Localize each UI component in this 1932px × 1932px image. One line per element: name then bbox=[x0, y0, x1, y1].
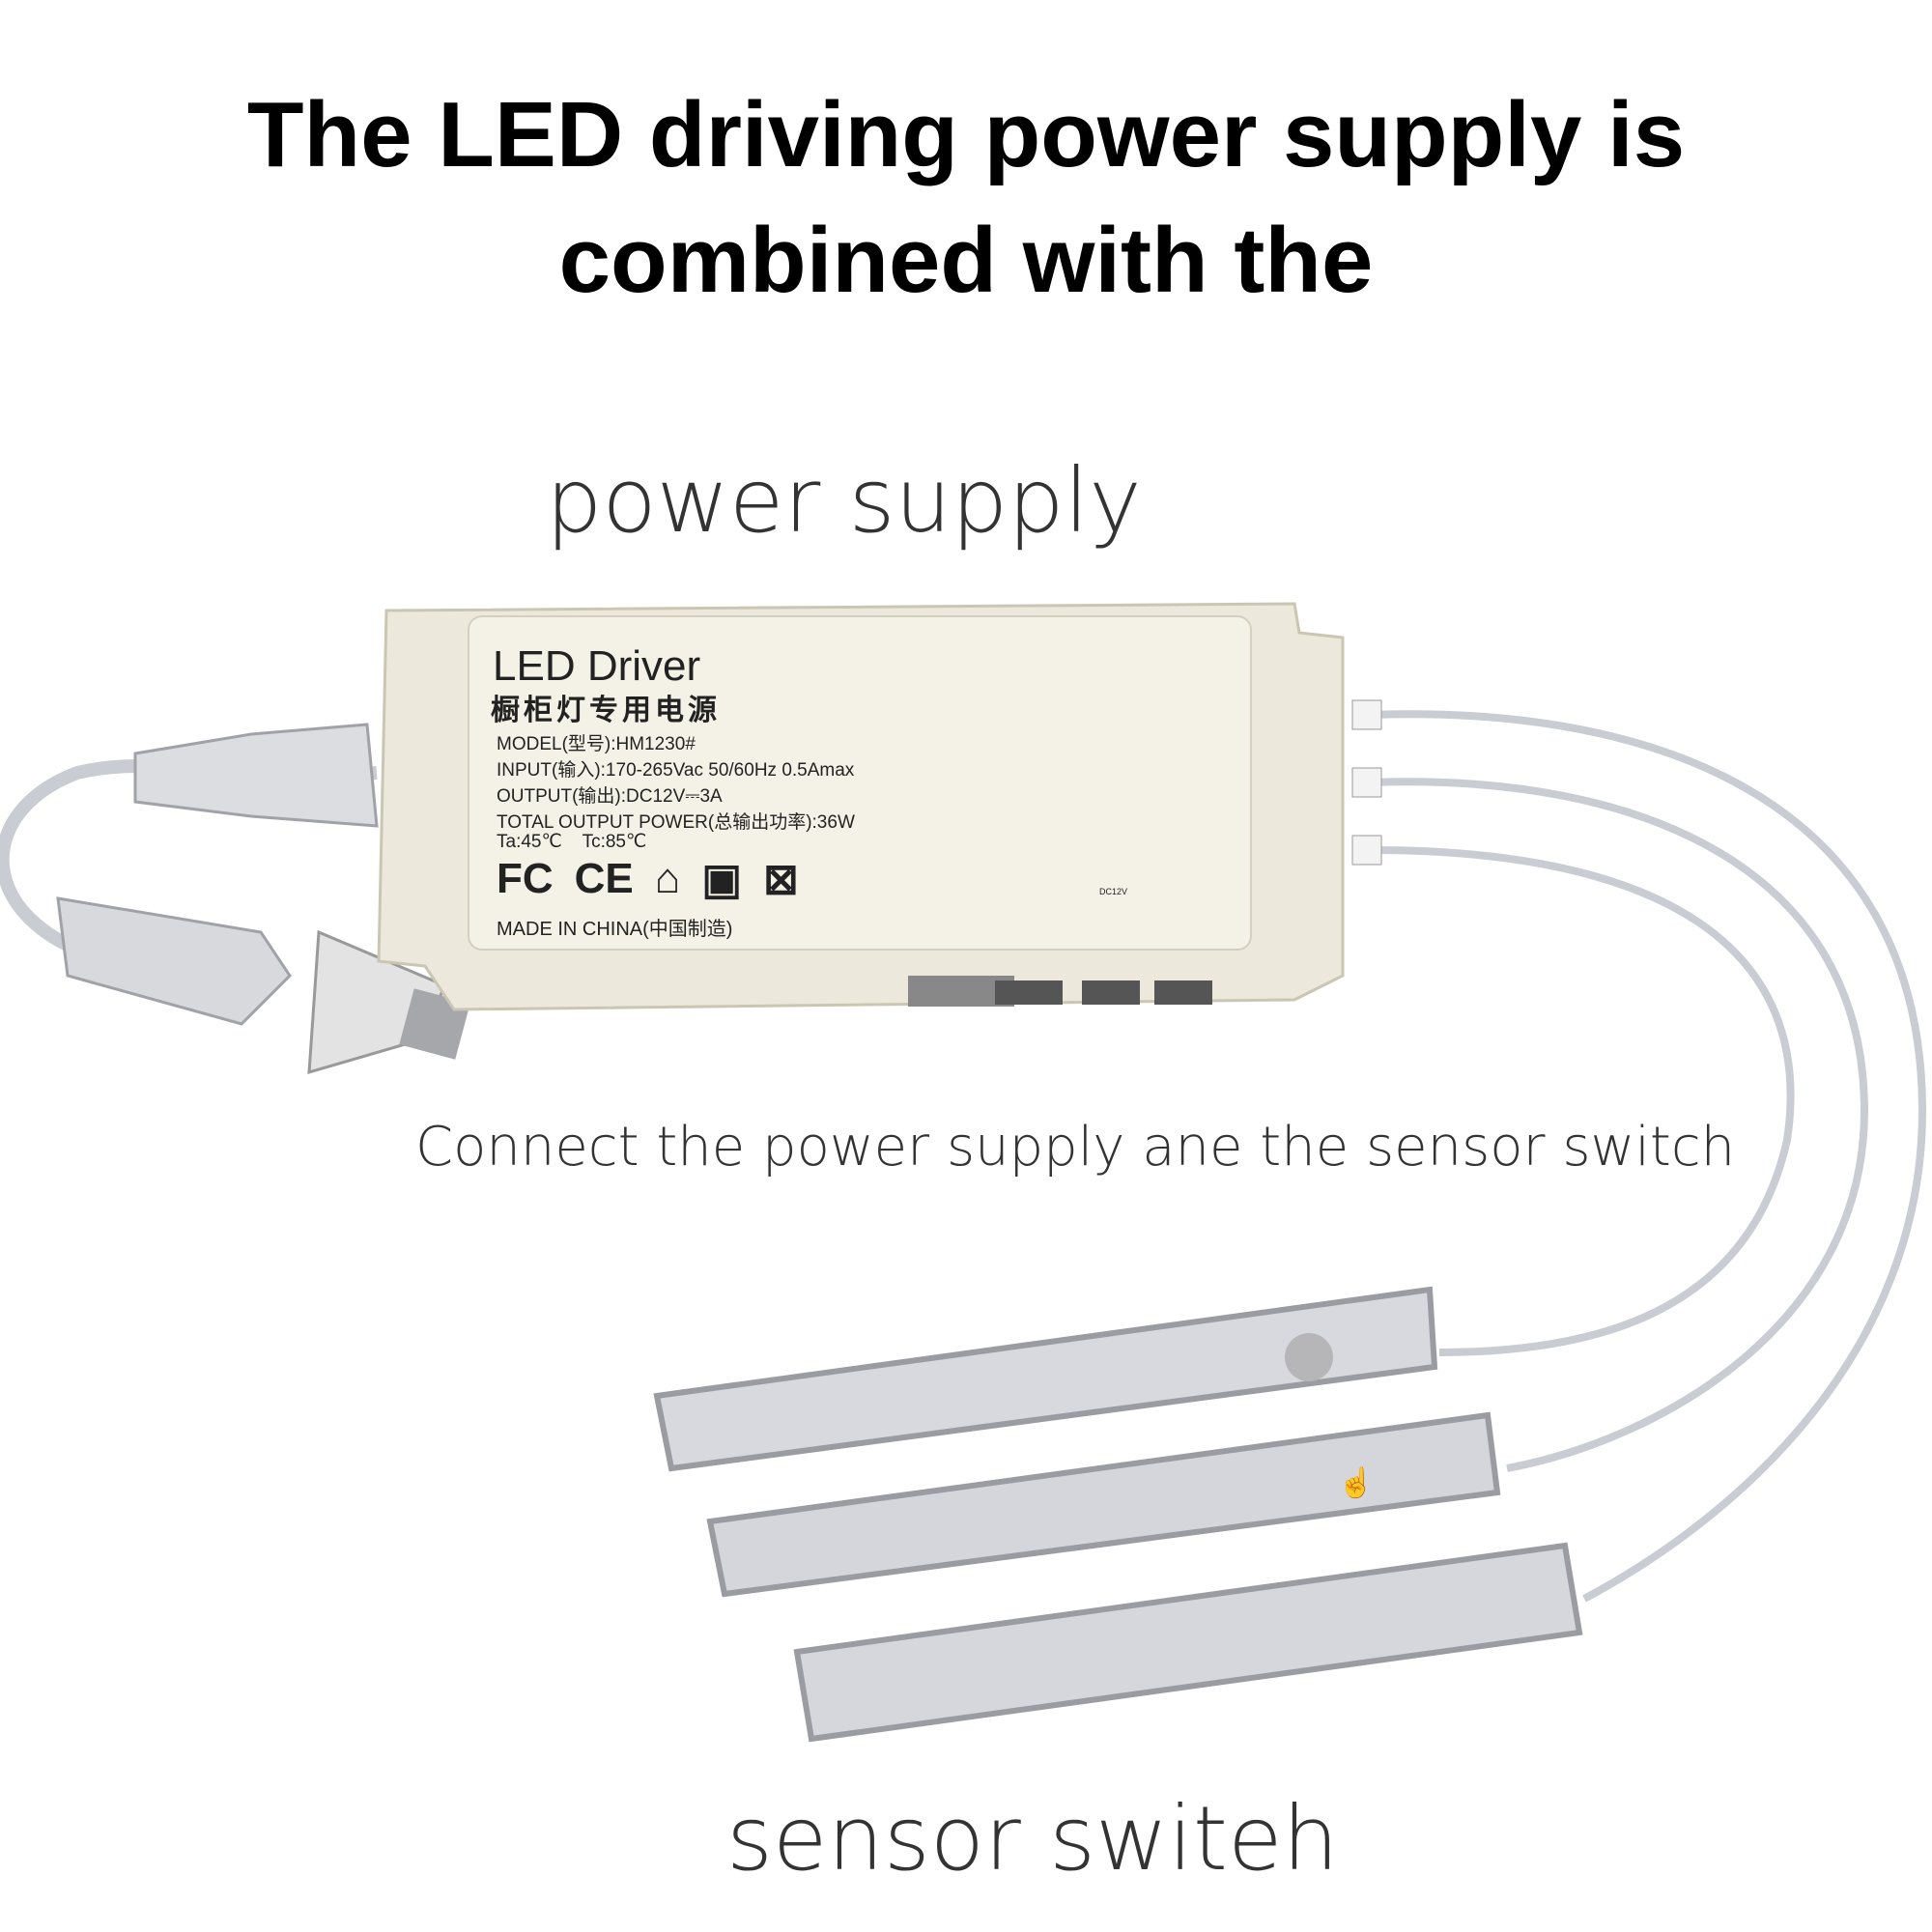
label-output: OUTPUT(输出):DC12V⎓3A bbox=[497, 786, 723, 807]
headline-line-2: combined with the bbox=[558, 209, 1374, 312]
sensor-switch-bars: ☝ bbox=[653, 1286, 1583, 1743]
label-model: MODEL(型号):HM1230# bbox=[497, 734, 696, 754]
headline: The LED driving power supply is combined… bbox=[0, 72, 1932, 324]
label-total-power: TOTAL OUTPUT POWER(总输出功率):36W bbox=[497, 812, 855, 833]
double-insulation-icon: ▣ bbox=[701, 856, 742, 903]
indoor-use-icon: ⌂ bbox=[654, 855, 681, 902]
ce-icon: CE bbox=[574, 855, 634, 902]
output-ports bbox=[908, 699, 1382, 1007]
fcc-icon: FC bbox=[497, 855, 554, 902]
device-label-sticker bbox=[468, 615, 1252, 951]
label-origin: MADE IN CHINA(中国制造) bbox=[497, 919, 733, 940]
certification-icons: FC CE ⌂ ▣ ⊠ bbox=[497, 855, 799, 904]
label-subtitle-cn: 橱柜灯专用电源 bbox=[491, 695, 721, 726]
label-input: INPUT(输入):170-265Vac 50/60Hz 0.5Amax bbox=[497, 760, 855, 781]
headline-line-1: The LED driving power supply is bbox=[246, 83, 1686, 186]
hand-wave-icon: ☝ bbox=[1338, 1464, 1374, 1500]
power-supply-caption: power supply bbox=[546, 449, 1142, 553]
device-label: LED Driver 橱柜灯专用电源 MODEL(型号):HM1230# INP… bbox=[471, 618, 1249, 947]
label-temps: Ta:45℃ Tc:85℃ bbox=[497, 832, 647, 852]
connect-caption: Connect the power supply ane the sensor … bbox=[415, 1116, 1736, 1179]
label-title: LED Driver bbox=[493, 642, 701, 690]
port-label: DC12V bbox=[1099, 887, 1128, 896]
ac-plug bbox=[56, 896, 470, 1075]
dc-connector bbox=[133, 723, 379, 828]
pir-sensor-icon bbox=[1285, 1333, 1333, 1381]
weee-bin-icon: ⊠ bbox=[762, 856, 799, 903]
sensor-switch-caption: sensor switeh bbox=[726, 1787, 1339, 1890]
